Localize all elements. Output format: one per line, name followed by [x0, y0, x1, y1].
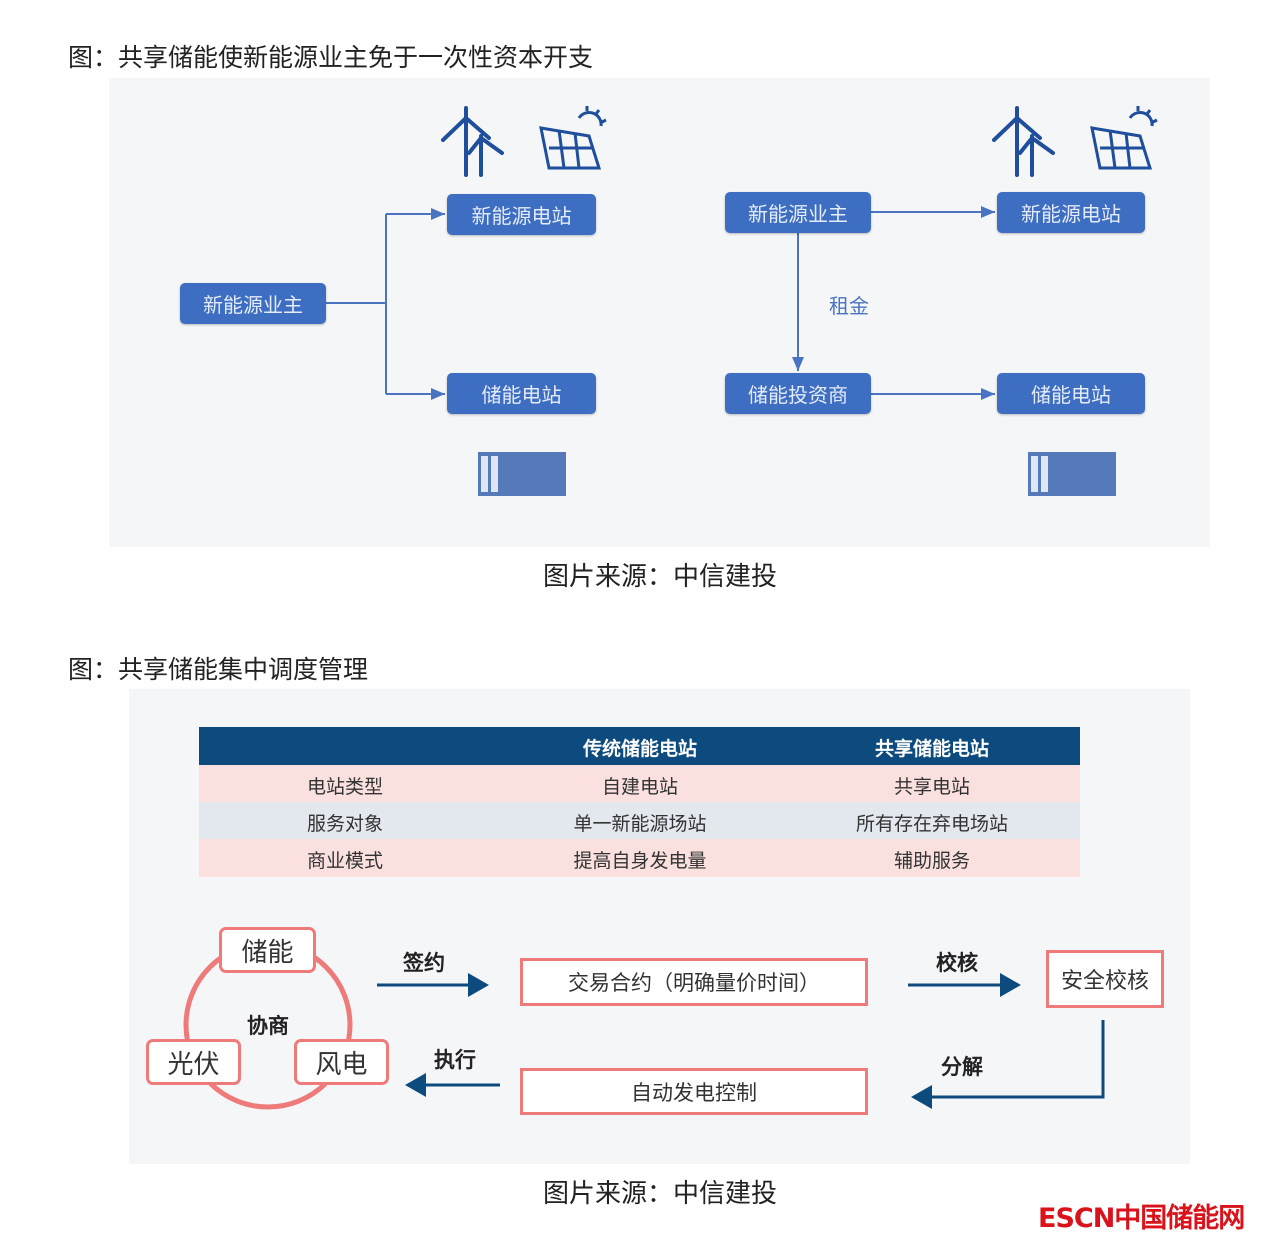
battery-container-icon: [478, 452, 1116, 496]
table-cell: 提高自身发电量: [573, 850, 707, 872]
contract-box: 交易合约（明确量价时间）: [520, 958, 868, 1006]
table-cell: 商业模式: [306, 850, 384, 872]
wind-turbine-icon: [441, 106, 1055, 177]
left-owner-box: 新能源业主: [180, 283, 326, 324]
decompose-label: 分解: [941, 1055, 983, 1079]
sign-label: 签约: [403, 951, 445, 975]
agc-box: 自动发电控制: [520, 1068, 868, 1115]
solar-panel-icon: [539, 106, 1158, 170]
left-storage-box: 储能电站: [447, 373, 596, 414]
right-investor-box: 储能投资商: [725, 373, 871, 414]
table-cell: 辅助服务: [893, 850, 971, 872]
right-owner-box: 新能源业主: [725, 192, 871, 233]
table-cell: 共享电站: [893, 776, 971, 798]
left-station-box: 新能源电站: [447, 194, 596, 235]
table-row: 商业模式 提高自身发电量 辅助服务: [199, 839, 1080, 877]
table-cell: 自建电站: [601, 776, 679, 798]
execute-label: 执行: [434, 1048, 476, 1072]
escn-logo: ESCN中国储能网: [1038, 1203, 1245, 1234]
right-storage-box: 储能电站: [997, 373, 1145, 414]
table-row: 电站类型 自建电站 共享电站: [199, 765, 1080, 802]
table-cell: 单一新能源场站: [573, 813, 707, 835]
verify-label: 校核: [936, 951, 978, 975]
connectors: [326, 106, 1158, 496]
header-cell: 共享储能电站: [874, 738, 990, 760]
decompose-arrow: [911, 1020, 1105, 1109]
table-cell: 电站类型: [306, 776, 384, 798]
rent-label: 租金: [829, 294, 869, 318]
table-header: 传统储能电站 共享储能电站: [199, 727, 1080, 765]
negotiate-label: 协商: [247, 1014, 289, 1038]
table-row: 服务对象 单一新能源场站 所有存在弃电场站: [199, 802, 1080, 839]
pv-node: 光伏: [146, 1039, 241, 1085]
safety-check-box: 安全校核: [1046, 950, 1164, 1008]
storage-node: 储能: [219, 927, 316, 973]
figure1-title: 图：共享储能使新能源业主免于一次性资本开支: [68, 43, 594, 72]
figure1-caption: 图片来源：中信建投: [542, 562, 777, 592]
figure1-diagram: 新能源业主 新能源电站 储能电站 新能源业主 新能源电站 储能投资商 储能电站 …: [109, 78, 1210, 547]
table-cell: 所有存在弃电场站: [855, 813, 1009, 835]
header-cell: 传统储能电站: [582, 738, 698, 760]
figure2-caption: 图片来源：中信建投: [542, 1179, 777, 1209]
wind-node: 风电: [294, 1039, 389, 1085]
figure2-title: 图：共享储能集中调度管理: [68, 655, 369, 684]
table-cell: 服务对象: [306, 813, 384, 835]
right-station-box: 新能源电站: [997, 192, 1145, 233]
